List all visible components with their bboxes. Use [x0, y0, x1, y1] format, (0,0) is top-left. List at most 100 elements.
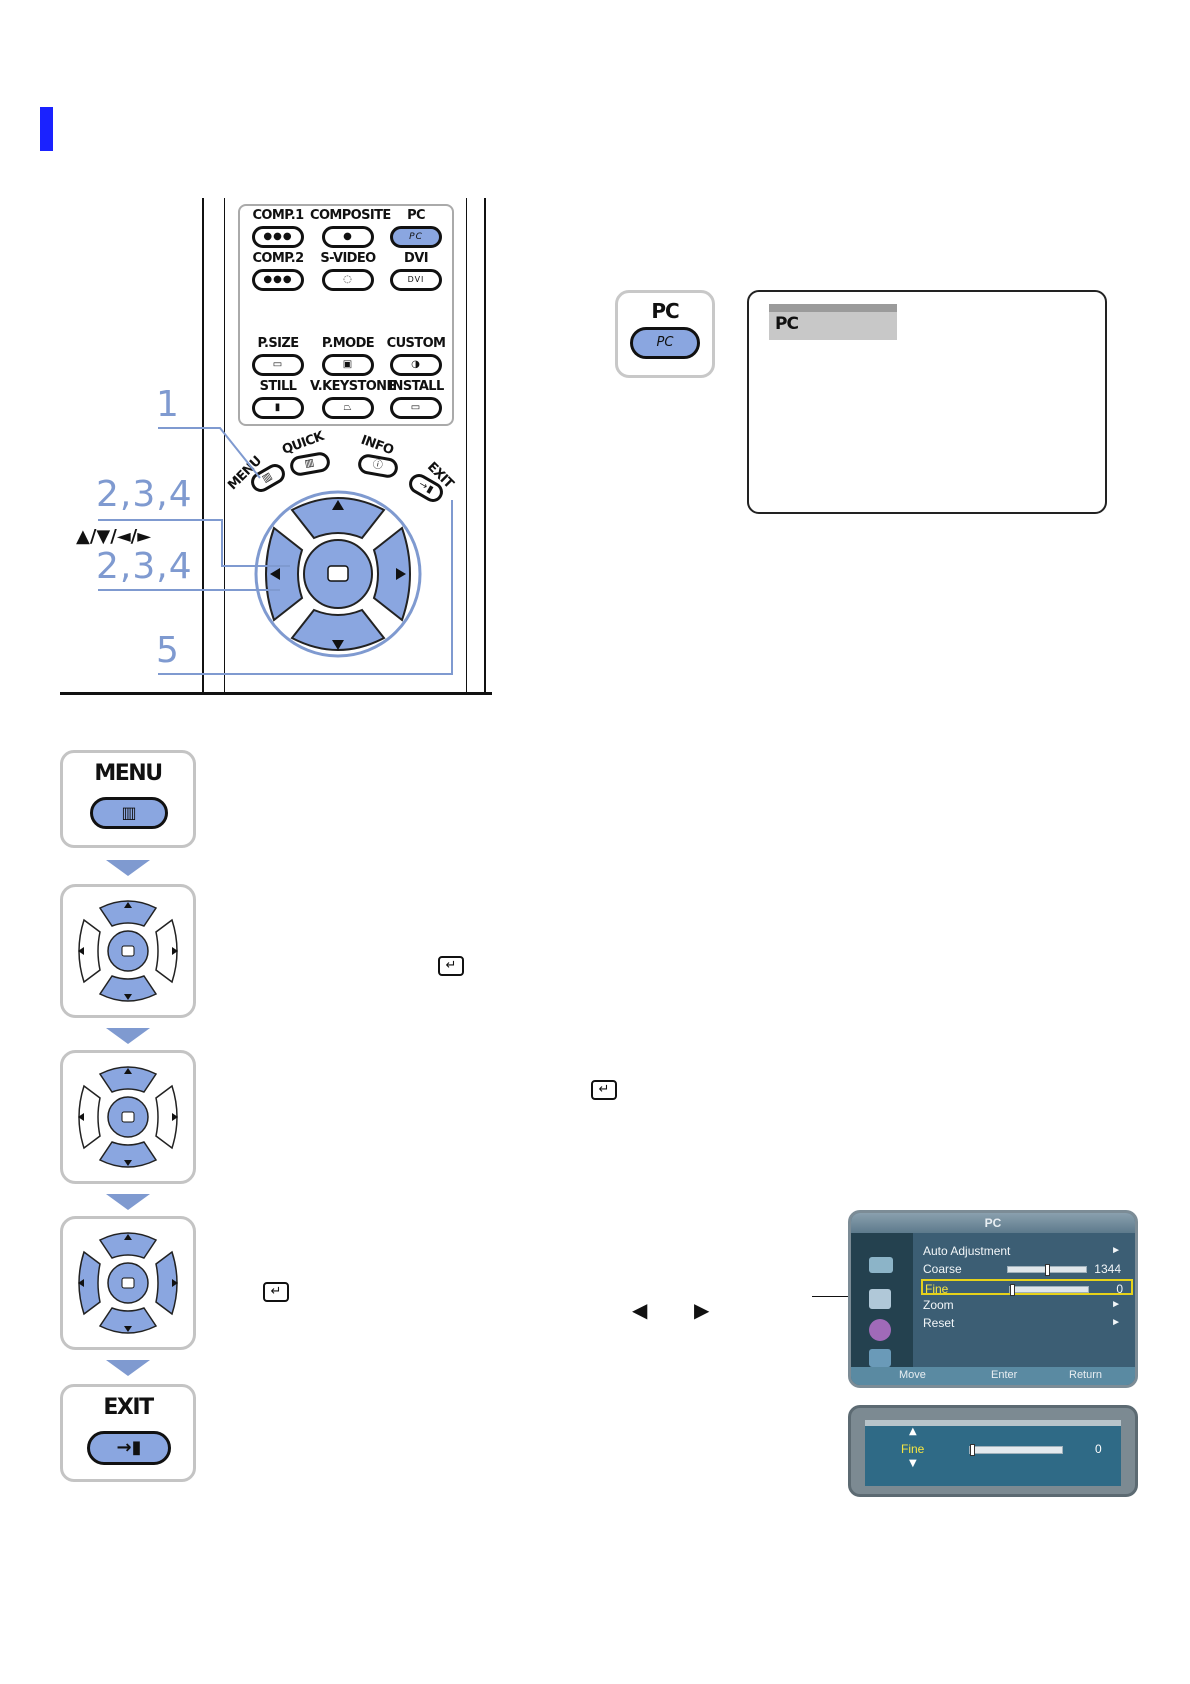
still-label: STILL	[259, 379, 297, 394]
dpad	[254, 490, 422, 658]
step-arrow-3	[106, 1194, 150, 1210]
tv-menu-item-fine[interactable]: Fine 0	[921, 1279, 1133, 1296]
tv-menu-item-auto-adjustment[interactable]: Auto Adjustment ►	[923, 1243, 1129, 1259]
step-arrow-2	[106, 1028, 150, 1044]
step-arrow-4	[106, 1360, 150, 1376]
step-dpad-box-2	[60, 884, 196, 1018]
enter-icon-step4: ↵	[263, 1282, 289, 1302]
dpad-down[interactable]	[290, 608, 386, 651]
pmode-button[interactable]: ▣	[322, 354, 374, 376]
comp1-icon: ●●●	[263, 231, 293, 242]
footer-move: Move	[899, 1369, 926, 1381]
chevron-right-icon: ►	[1111, 1245, 1121, 1256]
psize-icon: ▭	[272, 359, 284, 370]
install-label: INSTALL	[388, 379, 444, 394]
step-menu-label: MENU	[94, 761, 163, 786]
dpad-right[interactable]	[372, 526, 411, 622]
step-dpad-box-4	[60, 1216, 196, 1350]
pmode-icon: ▣	[342, 359, 354, 370]
sound-icon	[869, 1289, 891, 1309]
still-icon: ▮	[274, 402, 282, 413]
arrow-keys-label: ▲/▼/◄/►	[76, 526, 152, 547]
remote-control-illustration: COMP.1 ●●● COMPOSITE ● PC PC COMP.2 ●●● …	[60, 198, 498, 708]
coarse-slider[interactable]	[1007, 1264, 1087, 1276]
tv-menu-item-label: Fine	[925, 1282, 949, 1296]
still-button[interactable]: ▮	[252, 397, 304, 419]
comp2-button[interactable]: ●●●	[252, 269, 304, 291]
custom-button[interactable]: ◑	[390, 354, 442, 376]
menu-icon: ▥	[121, 803, 137, 822]
tv-menu-item-coarse[interactable]: Coarse 1344	[923, 1261, 1129, 1277]
dpad-left[interactable]	[265, 526, 304, 622]
composite-icon: ●	[343, 231, 353, 242]
dvi-icon: DVI	[407, 275, 425, 284]
coarse-value: 1344	[1094, 1262, 1121, 1276]
fine-slider[interactable]	[1009, 1284, 1089, 1296]
pc-label: PC	[407, 208, 425, 223]
composite-button[interactable]: ●	[322, 226, 374, 248]
callout-2-3-4-lower: 2,3,4	[96, 546, 193, 587]
dpad-up[interactable]	[290, 497, 386, 540]
tv-menu-title: PC	[851, 1213, 1135, 1233]
left-arrow-icon	[270, 568, 280, 580]
tv-menu-footer: Move Enter Return	[851, 1367, 1135, 1385]
composite-label: COMPOSITE	[310, 208, 391, 223]
tv-fine-popup: ▲ Fine ▼ 0	[848, 1405, 1138, 1497]
custom-icon: ◑	[411, 359, 421, 370]
enter-icon	[327, 565, 349, 582]
pmode-label: P.MODE	[321, 336, 375, 351]
tv-menu-item-zoom[interactable]: Zoom ►	[923, 1297, 1129, 1313]
install-button[interactable]: ▭	[390, 397, 442, 419]
tv-menu-item-reset[interactable]: Reset ►	[923, 1315, 1129, 1331]
pc-button[interactable]: PC	[630, 327, 700, 359]
tv-pc-menu: PC Auto Adjustment ► Coarse 1344 Fine 0 …	[848, 1210, 1138, 1388]
step-exit-button[interactable]: →▮	[87, 1431, 171, 1465]
step-arrow-1	[106, 860, 150, 876]
fine-popup-slider-knob[interactable]	[970, 1444, 975, 1456]
chevron-right-icon: ►	[1111, 1317, 1121, 1328]
fine-popup-slider[interactable]	[969, 1444, 1063, 1456]
fine-popup-value: 0	[1095, 1442, 1102, 1456]
step-menu-box: MENU ▥	[60, 750, 196, 848]
svideo-button[interactable]: ◌	[322, 269, 374, 291]
tv-menu-item-label: Coarse	[923, 1262, 962, 1276]
footer-enter: Enter	[991, 1369, 1018, 1381]
step-menu-button[interactable]: ▥	[90, 797, 168, 829]
fine-slider-knob[interactable]	[1010, 1284, 1015, 1296]
fine-popup-label: Fine	[901, 1442, 925, 1456]
custom-label: CUSTOM	[386, 336, 446, 351]
remote-edge-inner	[224, 198, 225, 694]
setup-icon	[869, 1319, 891, 1341]
pc-button-illustration: PC PC	[615, 290, 715, 378]
remote-edge-inner-right	[466, 198, 467, 694]
dvi-button[interactable]: DVI	[390, 269, 442, 291]
remote-edge-right	[484, 198, 486, 694]
exit-icon: →▮	[116, 1437, 142, 1458]
down-arrow-icon	[332, 640, 344, 650]
tv-menu-sidebar	[851, 1233, 913, 1371]
callout-5: 5	[156, 630, 180, 671]
step-dpad-box-3	[60, 1050, 196, 1184]
osd-source-tab: PC	[769, 304, 897, 340]
right-arrow-icon: ▶	[694, 1298, 710, 1322]
pc-source-button[interactable]: PC	[390, 226, 442, 248]
down-arrow-icon: ▼	[909, 1458, 917, 1469]
comp1-button[interactable]: ●●●	[252, 226, 304, 248]
comp2-icon: ●●●	[263, 274, 293, 285]
source-button-panel	[238, 204, 454, 426]
pc-button-label: PC	[651, 299, 679, 323]
psize-label: P.SIZE	[257, 336, 300, 351]
enter-icon-step3: ↵	[591, 1080, 617, 1100]
psize-button[interactable]: ▭	[252, 354, 304, 376]
picture-icon	[869, 1257, 893, 1273]
vkeystone-button[interactable]: ⏢	[322, 397, 374, 419]
right-arrow-icon	[396, 568, 406, 580]
section-marker	[40, 107, 53, 151]
osd-source-tab-label: PC	[775, 314, 799, 334]
fine-popup-panel: ▲ Fine ▼ 0	[865, 1420, 1121, 1486]
pc-button-icon: PC	[656, 335, 674, 350]
step-exit-box: EXIT →▮	[60, 1384, 196, 1482]
vkeystone-label: V.KEYSTONE	[310, 379, 395, 394]
tv-menu-item-label: Reset	[923, 1316, 955, 1330]
coarse-slider-knob[interactable]	[1045, 1264, 1050, 1276]
